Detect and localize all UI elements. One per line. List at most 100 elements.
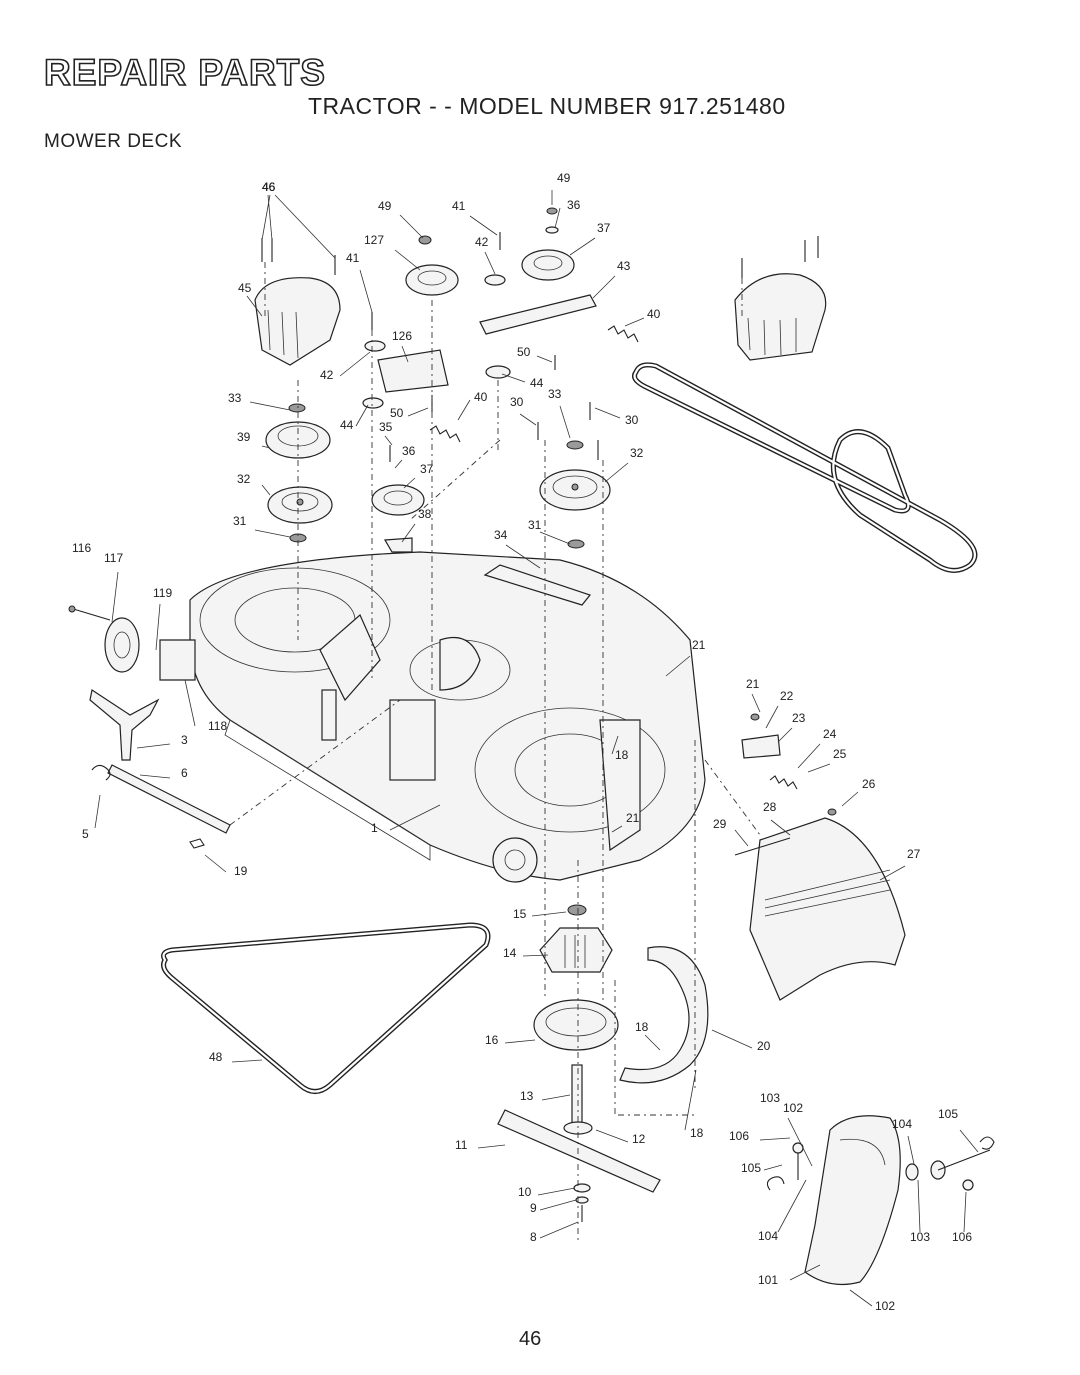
callout-number: 48 (209, 1050, 223, 1064)
callout-leader (249, 401, 291, 411)
callout-leader (522, 954, 549, 957)
callout-number: 118 (208, 719, 227, 733)
spindle-assembly (497, 904, 661, 1222)
callout-number: 104 (758, 1229, 778, 1243)
callout-leader (111, 571, 119, 623)
callout-leader (394, 249, 421, 271)
page-number: 46 (519, 1328, 542, 1350)
callout-leader (204, 854, 227, 873)
callout-leader (797, 743, 821, 769)
callout-number: 26 (862, 777, 876, 791)
callout-leader (469, 215, 498, 236)
callout-number: 44 (530, 376, 544, 390)
callout-leader (136, 743, 171, 749)
callout-number: 39 (237, 430, 251, 444)
callout-leader (504, 1039, 536, 1044)
callout-leader (759, 1137, 791, 1141)
callout-number: 36 (402, 444, 416, 458)
belt-guard-left (254, 277, 341, 366)
callout-number: 11 (455, 1138, 468, 1152)
callout-leader (537, 1187, 576, 1196)
callout-leader (254, 529, 291, 538)
callout-leader (477, 1144, 506, 1149)
belt-guard-right (734, 273, 827, 361)
callout-leader (231, 1059, 263, 1063)
callout-leader (611, 825, 623, 833)
callout-number: 32 (630, 446, 644, 460)
callout-number: 50 (390, 406, 404, 420)
idler-bracket-126 (377, 349, 449, 393)
pulley-32-right (539, 469, 611, 511)
callout-leader (403, 477, 416, 489)
callout-number: 18 (690, 1126, 704, 1140)
callout-number: 101 (758, 1273, 778, 1287)
callout-leader (711, 1029, 753, 1049)
callout-number: 116 (72, 541, 91, 555)
callout-number: 31 (233, 514, 247, 528)
callout-number: 20 (757, 1039, 771, 1053)
idler-pulley-37-mid (371, 484, 425, 516)
belt-48 (161, 922, 491, 1094)
callout-number: 13 (520, 1089, 534, 1103)
deflector-shield-101 (766, 1115, 995, 1285)
chute-hinge-parts (741, 713, 837, 816)
callout-leader (484, 251, 496, 275)
pulley-32-left (267, 486, 333, 524)
callout-leader (611, 735, 619, 755)
callout-leader (604, 462, 629, 483)
callout-leader (789, 1264, 821, 1281)
callout-number: 35 (379, 420, 393, 434)
callout-number: 103 (910, 1230, 930, 1244)
callout-leader (624, 317, 645, 327)
callout-leader (594, 407, 621, 419)
spring-40-mid (429, 425, 461, 443)
callout-leader (274, 194, 336, 259)
callout-number: 12 (632, 1132, 646, 1146)
callout-number: 106 (729, 1129, 749, 1143)
callout-number: 36 (567, 198, 581, 212)
callout-number: 6 (181, 766, 188, 780)
model-subtitle: TRACTOR - - MODEL NUMBER 917.251480 (308, 93, 786, 119)
callout-number: 1 (371, 821, 378, 835)
callout-number: 5 (82, 827, 89, 841)
callout-number: 30 (625, 413, 639, 427)
hardware (261, 207, 819, 549)
callout-leader (665, 655, 691, 677)
callout-leader (457, 399, 471, 421)
belt-47 (632, 362, 978, 573)
callout-number: 126 (392, 329, 412, 343)
idler-pulley-37-top (521, 249, 575, 281)
callout-number: 38 (418, 507, 432, 521)
spring-40-top (607, 325, 639, 343)
callout-leader (539, 531, 571, 545)
callout-number: 50 (517, 345, 531, 359)
callout-leader (401, 523, 416, 543)
bracket-34 (483, 564, 592, 606)
callout-number: 42 (320, 368, 334, 382)
callout-number: 28 (763, 800, 777, 814)
callout-leader (569, 237, 596, 256)
callout-leader (407, 407, 429, 417)
callout-number: 37 (597, 221, 611, 235)
callout-leader (592, 275, 616, 299)
callout-number: 25 (833, 747, 847, 761)
callout-number: 18 (635, 1020, 649, 1034)
callout-number: 40 (474, 390, 488, 404)
callout-leader (401, 345, 409, 363)
callout-number: 15 (513, 907, 527, 921)
callout-leader (399, 214, 424, 239)
callout-leader (807, 763, 831, 773)
idler-pulley-127 (405, 264, 459, 296)
mower-deck-housing (159, 551, 706, 883)
callout-number: 119 (153, 586, 172, 600)
callout-leader (765, 705, 779, 729)
callout-leader (541, 1094, 571, 1101)
callout-leader (394, 459, 403, 469)
callout-number: 102 (875, 1299, 895, 1313)
callout-number: 22 (780, 689, 794, 703)
callout-leader (539, 1221, 579, 1239)
callout-leader (261, 445, 271, 449)
callout-number: 33 (548, 387, 562, 401)
callout-number: 104 (892, 1117, 912, 1131)
